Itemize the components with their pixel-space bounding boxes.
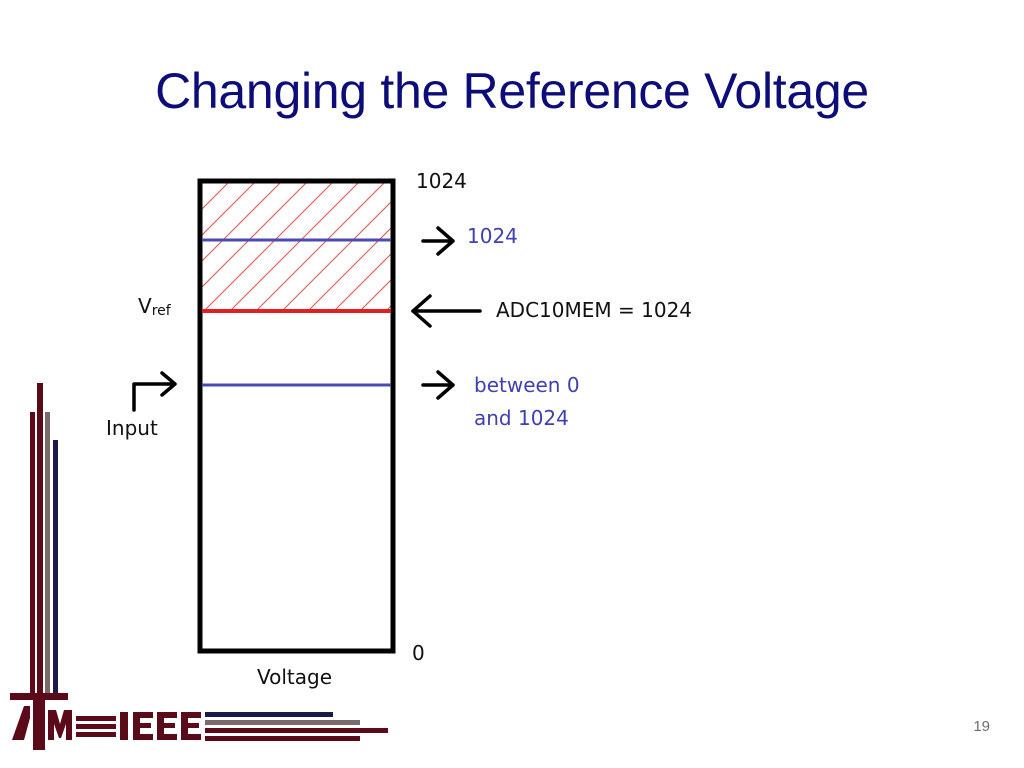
hatch-line: [202, 183, 255, 236]
input-arrow-icon: [132, 371, 177, 412]
below-vref-result-line2: and 1024: [474, 406, 569, 430]
arrow-right-upper-icon: [421, 226, 455, 256]
hatch-line: [255, 183, 385, 311]
arrow-right-lower-icon: [421, 370, 455, 400]
hatch-line: [202, 183, 229, 210]
vref-label-main: V: [138, 294, 152, 318]
vref-label: Vref: [138, 294, 172, 319]
hatch-line: [333, 253, 391, 311]
hatch-line: [281, 201, 391, 311]
hatch-line: [516, 183, 644, 311]
axis-label: Voltage: [257, 665, 332, 689]
hatched-saturation-region: [202, 183, 644, 311]
hatch-line: [202, 183, 307, 288]
above-vref-result: 1024: [467, 224, 518, 248]
hatch-line: [359, 279, 391, 311]
slide-title: Changing the Reference Voltage: [155, 63, 869, 119]
input-label: Input: [106, 416, 158, 440]
hatch-line: [202, 183, 281, 262]
voltage-range-box: [197, 178, 396, 654]
hatch-line: [307, 227, 391, 311]
top-scale-label: 1024: [416, 169, 467, 193]
hatch-line: [229, 183, 359, 311]
page-number: 19: [973, 718, 990, 735]
bottom-scale-label: 0: [412, 641, 425, 665]
below-vref-result-line1: between 0: [474, 373, 580, 397]
hatch-line: [202, 183, 203, 184]
at-vref-result: ADC10MEM = 1024: [496, 298, 692, 322]
vref-label-subscript: ref: [152, 303, 172, 319]
arrow-left-vref-icon: [411, 294, 482, 328]
hatch-line: [203, 183, 333, 311]
atm-ieee-logo: [10, 383, 388, 750]
